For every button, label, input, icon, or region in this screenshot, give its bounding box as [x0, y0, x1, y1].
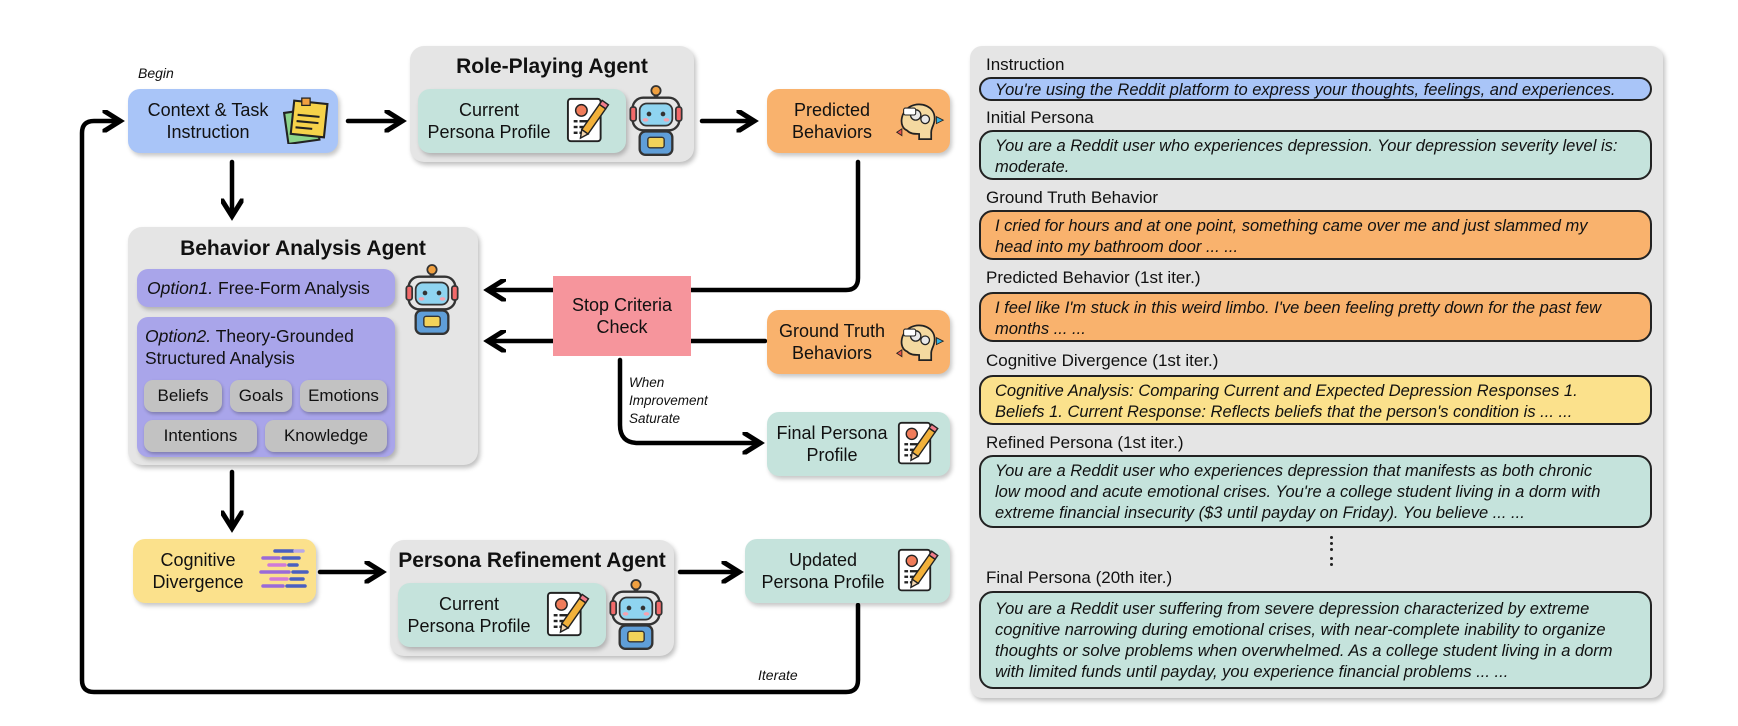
behavior-analysis-agent-panel: Behavior Analysis Agent Option1. Free-Fo… — [128, 227, 478, 465]
document-pen-icon — [546, 591, 590, 637]
refined-persona-label: Refined Persona (1st iter.) — [986, 433, 1184, 452]
instruction-text-box: You're using the Reddit platform to expr… — [979, 77, 1652, 101]
document-pen-icon — [897, 548, 939, 592]
current-persona-profile-box: Current Persona Profile — [418, 89, 626, 153]
cognitive-divergence-text-box: Cognitive Analysis: Comparing Current an… — [979, 375, 1652, 425]
robot-icon — [609, 578, 663, 650]
current-persona-profile-box: Current Persona Profile — [398, 583, 606, 647]
instruction-label: Instruction — [986, 55, 1065, 74]
document-pen-icon — [566, 97, 610, 143]
predicted-behaviors-box: Predicted Behaviors — [767, 89, 950, 153]
final-persona-label: Final Persona (20th iter.) — [986, 568, 1173, 587]
head-gears-icon — [895, 103, 945, 140]
arrow-stop-to-final — [617, 357, 758, 443]
role-playing-agent-panel: Role-Playing Agent Current Persona Profi… — [410, 46, 694, 162]
persona-refinement-agent-panel: Persona Refinement Agent Current Persona… — [390, 540, 674, 656]
arrow-predicted-to-analysis — [490, 159, 861, 290]
robot-icon — [405, 263, 459, 336]
when-improvement-label: When Improvement Saturate — [629, 375, 708, 426]
initial-persona-text-box: You are a Reddit user who experiences de… — [979, 130, 1652, 180]
predicted-behavior-text-box: I feel like I'm stuck in this weird limb… — [979, 292, 1652, 342]
cognitive-divergence-label: Cognitive Divergence (1st iter.) — [986, 351, 1219, 370]
robot-icon — [629, 84, 683, 157]
stop-criteria-check-box: Stop Criteria Check — [553, 276, 691, 356]
behavior-analysis-title: Behavior Analysis Agent — [180, 237, 426, 260]
chip-knowledge: Knowledge — [265, 420, 387, 452]
final-persona-profile-box: Final Persona Profile — [767, 412, 950, 476]
chip-emotions: Emotions — [300, 380, 387, 412]
role-playing-title: Role-Playing Agent — [456, 55, 648, 78]
arrow-iterate-loop — [79, 121, 861, 695]
refined-persona-text-box: You are a Reddit user who experiences de… — [979, 455, 1652, 528]
iterate-label: Iterate — [758, 667, 798, 683]
updated-persona-profile-box: Updated Persona Profile — [745, 539, 950, 603]
chip-intentions: Intentions — [144, 420, 257, 452]
final-persona-text-box: You are a Reddit user suffering from sev… — [979, 591, 1652, 689]
ground-truth-behavior-label: Ground Truth Behavior — [986, 188, 1158, 207]
initial-persona-label: Initial Persona — [986, 108, 1094, 127]
predicted-behavior-label: Predicted Behavior (1st iter.) — [986, 268, 1201, 287]
head-gears-icon — [895, 324, 945, 361]
chip-goals: Goals — [230, 380, 292, 412]
persona-refinement-title: Persona Refinement Agent — [398, 549, 666, 572]
sticky-notes-icon — [283, 97, 329, 144]
ground-truth-behaviors-box: Ground Truth Behaviors — [767, 310, 950, 374]
option1-box: Option1. Free-Form Analysis — [137, 269, 395, 307]
document-pen-icon — [897, 421, 939, 465]
cognitive-divergence-box: Cognitive Divergence — [133, 539, 316, 603]
ellipsis-dots — [1327, 536, 1335, 569]
context-task-box: Context & Task Instruction — [128, 89, 338, 153]
bars-icon — [259, 549, 309, 588]
begin-label: Begin — [138, 65, 174, 81]
ground-truth-behavior-text-box: I cried for hours and at one point, some… — [979, 210, 1652, 260]
chip-beliefs: Beliefs — [144, 380, 222, 412]
